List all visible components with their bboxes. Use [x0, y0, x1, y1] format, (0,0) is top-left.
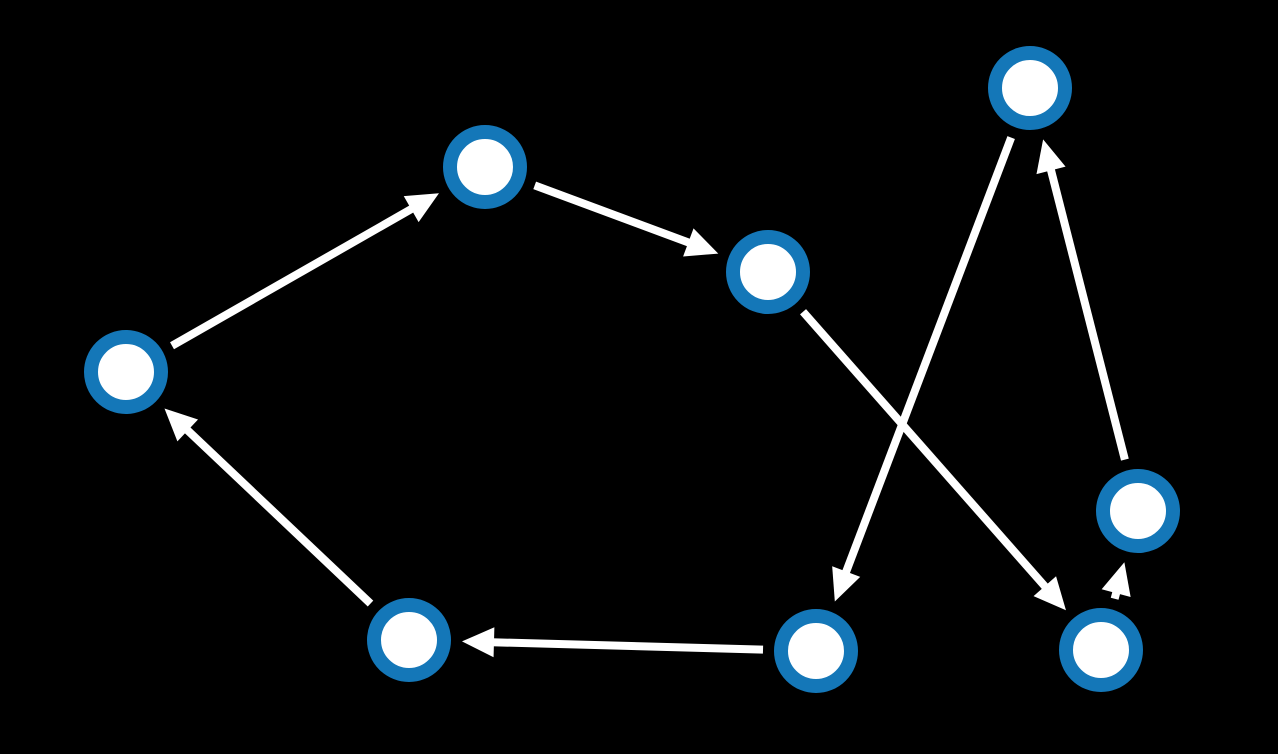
arrowhead-bottom-mid-to-bottom-left [461, 627, 495, 658]
arrowhead-right-to-top-right [1036, 139, 1066, 175]
arrowhead-left-to-top-mid [403, 193, 439, 223]
arrowhead-mid-to-bottom-right [1033, 576, 1066, 611]
graph-node-top-right [988, 46, 1072, 130]
arrowhead-bottom-right-to-right [1101, 562, 1131, 597]
arrowhead-top-right-to-bottom-mid [832, 566, 861, 602]
graph-node-left [84, 330, 168, 414]
graph-node-bottom-right [1059, 608, 1143, 692]
arrowhead-bottom-left-to-left [164, 408, 199, 442]
graph-edge-right-to-top-right [1046, 167, 1129, 461]
graph-edge-left-to-top-mid [170, 204, 415, 350]
graph-edge-bottom-left-to-left [183, 426, 374, 607]
graph-node-mid [726, 230, 810, 314]
graph-edge-top-mid-to-mid [533, 181, 692, 247]
graph-node-top-mid [443, 125, 527, 209]
graph-node-bottom-mid [774, 609, 858, 693]
graph-edge-top-right-to-bottom-mid [841, 136, 1015, 575]
graph-edge-mid-to-bottom-right [800, 309, 1050, 591]
graph-edge-bottom-mid-to-bottom-left [491, 638, 764, 654]
arrowhead-top-mid-to-mid [683, 228, 719, 257]
graph-node-right [1096, 469, 1180, 553]
graph-node-bottom-left [367, 598, 451, 682]
